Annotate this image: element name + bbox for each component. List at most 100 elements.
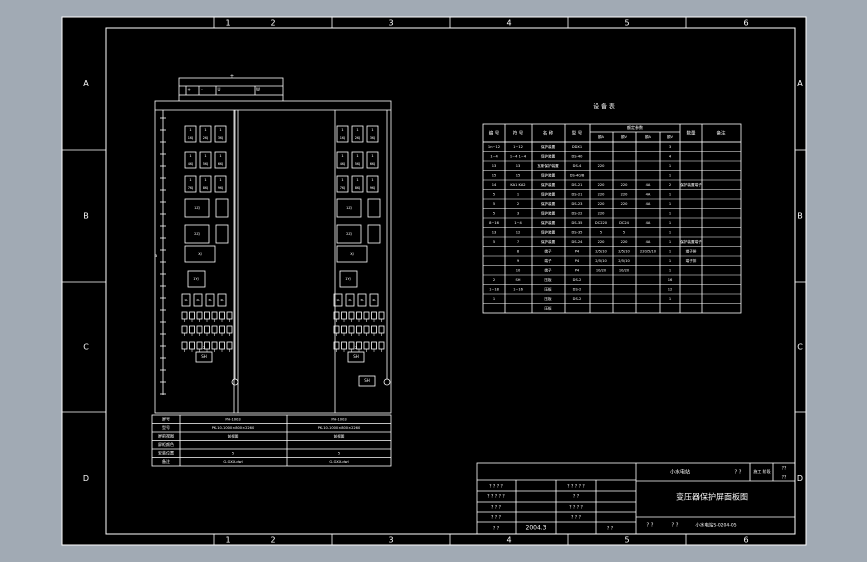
zone-letter-left: A (83, 79, 89, 88)
qmarks: ? ? ? ? (489, 484, 503, 490)
equipment-cell: DS-21 (572, 183, 583, 187)
drawing-date: 2004.3 (526, 525, 547, 532)
relay-medium-side (215, 198, 229, 218)
equipment-subheader: 额V (667, 134, 674, 139)
relay-label: 4KJ (188, 162, 194, 166)
title-block: 小水电站? ?施工 阶段????变压器保护屏面板图小水电站S-0204-05? … (476, 462, 796, 535)
relay-label: 9KJ (218, 186, 224, 190)
equipment-cell: DS-24 (572, 240, 584, 244)
relay-medium-side (367, 198, 381, 218)
equipment-cell: 16 (668, 278, 673, 282)
equipment-cell: 1 (669, 164, 671, 168)
relay-label: 7KJ (340, 186, 346, 190)
relay-medium (336, 198, 362, 218)
relay-wide (336, 245, 368, 263)
equipment-cell: 端子排 (686, 248, 697, 253)
equipment-cell: 端子 (544, 267, 552, 272)
equipment-cell: 220 (598, 240, 606, 244)
equipment-cell: 1 (669, 211, 671, 215)
relay-box (199, 175, 212, 193)
stage-label: 施工 阶段 (753, 468, 770, 474)
qmarks: ? ? ? ? ? (567, 484, 585, 490)
equipment-cell: 5 (493, 202, 495, 206)
switch-label: 4L (220, 298, 224, 302)
equipment-cell: 4A (646, 192, 651, 196)
equipment-header: 编 号 (489, 130, 500, 137)
switch-label: 3L (208, 298, 212, 302)
equipment-cell: 5 (493, 240, 495, 244)
equipment-cell: 5 (600, 230, 602, 234)
sh-button-index: 2 (355, 346, 357, 350)
zone-number-top: 1 (225, 19, 230, 28)
equipment-cell: 12 (668, 287, 673, 291)
equipment-cell: 10 (516, 268, 521, 272)
equipment-cell: 2 (669, 183, 671, 187)
switch-box (205, 293, 215, 307)
relay-label: 3KJ (370, 136, 376, 140)
equipment-cell: 保护装置 (541, 191, 556, 196)
relay-pin: 1 (204, 128, 206, 132)
relay-pin: 1 (189, 128, 191, 132)
relay-medium-label: 1ZJ (194, 206, 200, 210)
equipment-cell: 4A (646, 240, 651, 244)
switch-box (369, 293, 379, 307)
switch-label: 2L (348, 298, 352, 302)
equipment-cell: DDX1 (572, 145, 582, 149)
zone-number-bottom: 2 (270, 536, 275, 545)
equipment-cell: 压板 (544, 286, 552, 291)
equipment-cell: 8 (517, 249, 520, 253)
equipment-cell: 1~18 (489, 287, 500, 291)
relay-box (351, 125, 364, 143)
equipment-header: 符 号 (513, 130, 524, 137)
equipment-cell: 2 (493, 278, 495, 282)
bus-mark: + (230, 74, 234, 80)
relay-pin: 1 (341, 154, 343, 158)
equipment-cell: 1 (669, 297, 671, 301)
equipment-cell: 端子排 (686, 258, 697, 263)
sh-button-label: SH (353, 354, 359, 359)
equipment-cell: 端子 (544, 248, 552, 253)
equipment-cell: 1 (669, 259, 671, 263)
equipment-cell: 保护装置 (541, 153, 556, 158)
panel-table-right: 前视图 (334, 433, 345, 438)
relay-medium-label: 1ZJ (346, 206, 352, 210)
equipment-cell: 220 (621, 240, 629, 244)
switch-label: 4L (372, 298, 376, 302)
zone-letter-left: D (83, 474, 89, 483)
equipment-cell: 14 (492, 183, 497, 187)
relay-medium-label: 2ZJ (346, 232, 352, 236)
outer-frame (61, 16, 807, 546)
switch-box (333, 293, 343, 307)
relay-label: 6KJ (370, 162, 376, 166)
equipment-cell: 12 (516, 230, 521, 234)
equipment-cell: 220 (598, 211, 606, 215)
equipment-cell: 220 (621, 192, 629, 196)
equipment-cell: DS-4 (573, 164, 582, 168)
relay-pin: 1 (189, 178, 191, 182)
relay-pin: 1 (219, 128, 221, 132)
zone-letter-right: D (797, 474, 803, 483)
equipment-cell: 保护装置 (541, 220, 556, 225)
relay-label: 2KJ (203, 136, 209, 140)
equipment-table-title: 设 备 表 (593, 103, 615, 111)
equipment-subheader: 额A (645, 134, 652, 139)
equipment-cell: 220 (598, 192, 606, 196)
equipment-cell: 2/5/10 (618, 259, 630, 263)
qmarks: ? ? ? (491, 515, 502, 521)
zone-number-top: 5 (624, 19, 629, 28)
equipment-cell: P4 (575, 259, 580, 263)
relay-box (184, 125, 197, 143)
equipment-cell: 220 (621, 183, 629, 187)
equipment-cell: 3 (517, 211, 519, 215)
zone-number-top: 4 (506, 19, 511, 28)
zone-number-bottom: 4 (506, 536, 511, 545)
relay-box (351, 151, 364, 169)
sh-button-box (347, 351, 365, 363)
panel-table-right: PK-10-1000×800×2260 (318, 426, 361, 430)
switch-box (217, 293, 227, 307)
equipment-cell: 压板 (544, 305, 552, 310)
relay-label: 4KJ (340, 162, 346, 166)
panel-table-right: G-GXX-dwl (329, 460, 348, 464)
equipment-cell: 220 (621, 202, 629, 206)
